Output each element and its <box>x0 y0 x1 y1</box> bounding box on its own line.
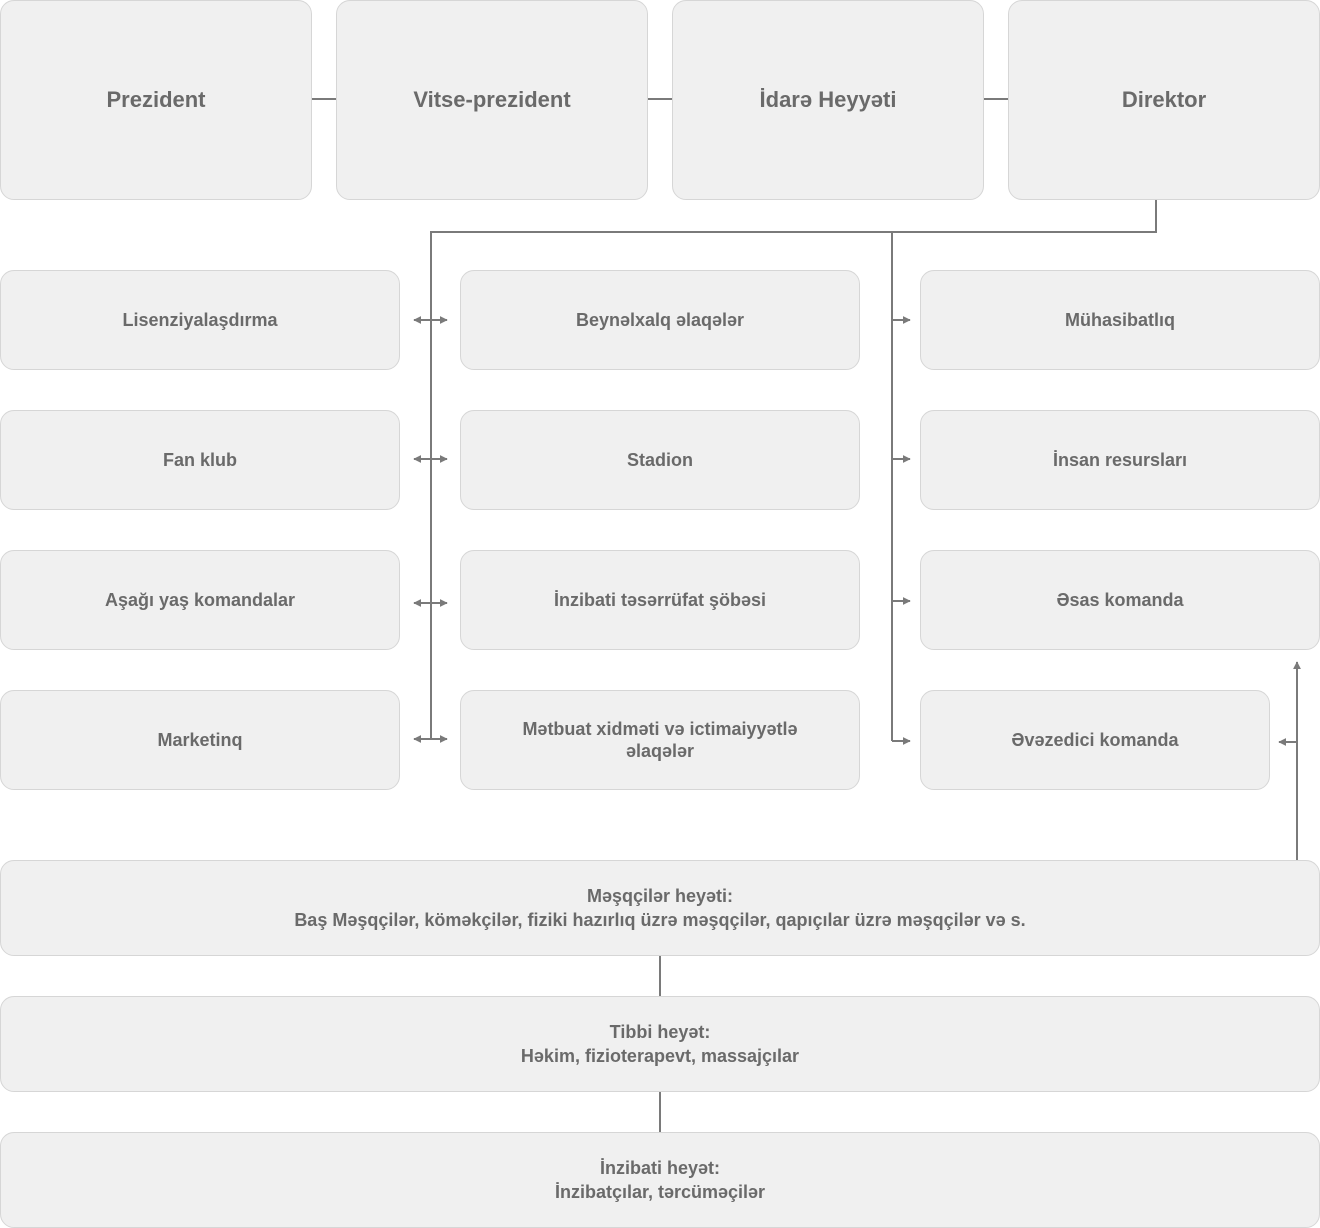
stadium-label: Stadion <box>627 450 693 470</box>
admin-staff-box: İnzibati heyət: İnzibatçılar, tərcüməçil… <box>0 1132 1320 1228</box>
main-team-box: Əsas komanda <box>920 550 1320 650</box>
medical-staff-box: Tibbi heyət: Həkim, fizioterapevt, massa… <box>0 996 1320 1092</box>
international-relations-box: Beynəlxalq əlaqələr <box>460 270 860 370</box>
director-label: Direktor <box>1121 87 1207 112</box>
coaching-staff-members: Baş Məşqçilər, köməkçilər, fiziki hazırl… <box>294 910 1026 930</box>
medical-staff-title: Tibbi heyət: <box>609 1022 711 1042</box>
marketing-label: Marketinq <box>157 730 243 750</box>
licensing-label: Lisenziyalaşdırma <box>122 310 278 330</box>
vice-president-label: Vitse-prezident <box>413 87 571 112</box>
medical-staff-members: Həkim, fizioterapevt, massajçılar <box>520 1046 800 1066</box>
vice-president-box: Vitse-prezident <box>336 0 648 200</box>
press-service-label: Mətbuat xidməti və ictimaiyyətlə əlaqələ… <box>522 719 798 761</box>
director-trunk <box>430 200 1157 740</box>
accounting-label: Mühasibatlıq <box>1064 310 1175 330</box>
fan-club-label: Fan klub <box>162 450 237 470</box>
president-label: Prezident <box>106 87 206 112</box>
admin-staff-members: İnzibatçılar, tərcüməçilər <box>554 1182 766 1202</box>
stadium-box: Stadion <box>460 410 860 510</box>
reserve-team-box: Əvəzedici komanda <box>920 690 1270 790</box>
reserve-team-label: Əvəzedici komanda <box>1011 730 1179 750</box>
marketing-box: Marketinq <box>0 690 400 790</box>
human-resources-label: İnsan resursları <box>1052 450 1188 470</box>
admin-staff-title: İnzibati heyət: <box>599 1158 720 1178</box>
youth-teams-box: Aşağı yaş komandalar <box>0 550 400 650</box>
youth-teams-label: Aşağı yaş komandalar <box>104 590 296 610</box>
board-box: İdarə Heyyəti <box>672 0 984 200</box>
accounting-box: Mühasibatlıq <box>920 270 1320 370</box>
president-box: Prezident <box>0 0 312 200</box>
fan-club-box: Fan klub <box>0 410 400 510</box>
coaching-staff-title: Məşqçilər heyəti: <box>586 886 734 906</box>
administrative-department-box: İnzibati təsərrüfat şöbəsi <box>460 550 860 650</box>
director-box: Direktor <box>1008 0 1320 200</box>
international-relations-label: Beynəlxalq əlaqələr <box>575 310 745 330</box>
press-service-box: Mətbuat xidməti və ictimaiyyətlə əlaqələ… <box>460 690 860 790</box>
coaching-staff-box: Məşqçilər heyəti: Baş Məşqçilər, köməkçi… <box>0 860 1320 956</box>
human-resources-box: İnsan resursları <box>920 410 1320 510</box>
licensing-box: Lisenziyalaşdırma <box>0 270 400 370</box>
administrative-department-label: İnzibati təsərrüfat şöbəsi <box>553 590 767 610</box>
main-team-label: Əsas komanda <box>1056 590 1184 610</box>
board-label: İdarə Heyyəti <box>759 87 897 112</box>
